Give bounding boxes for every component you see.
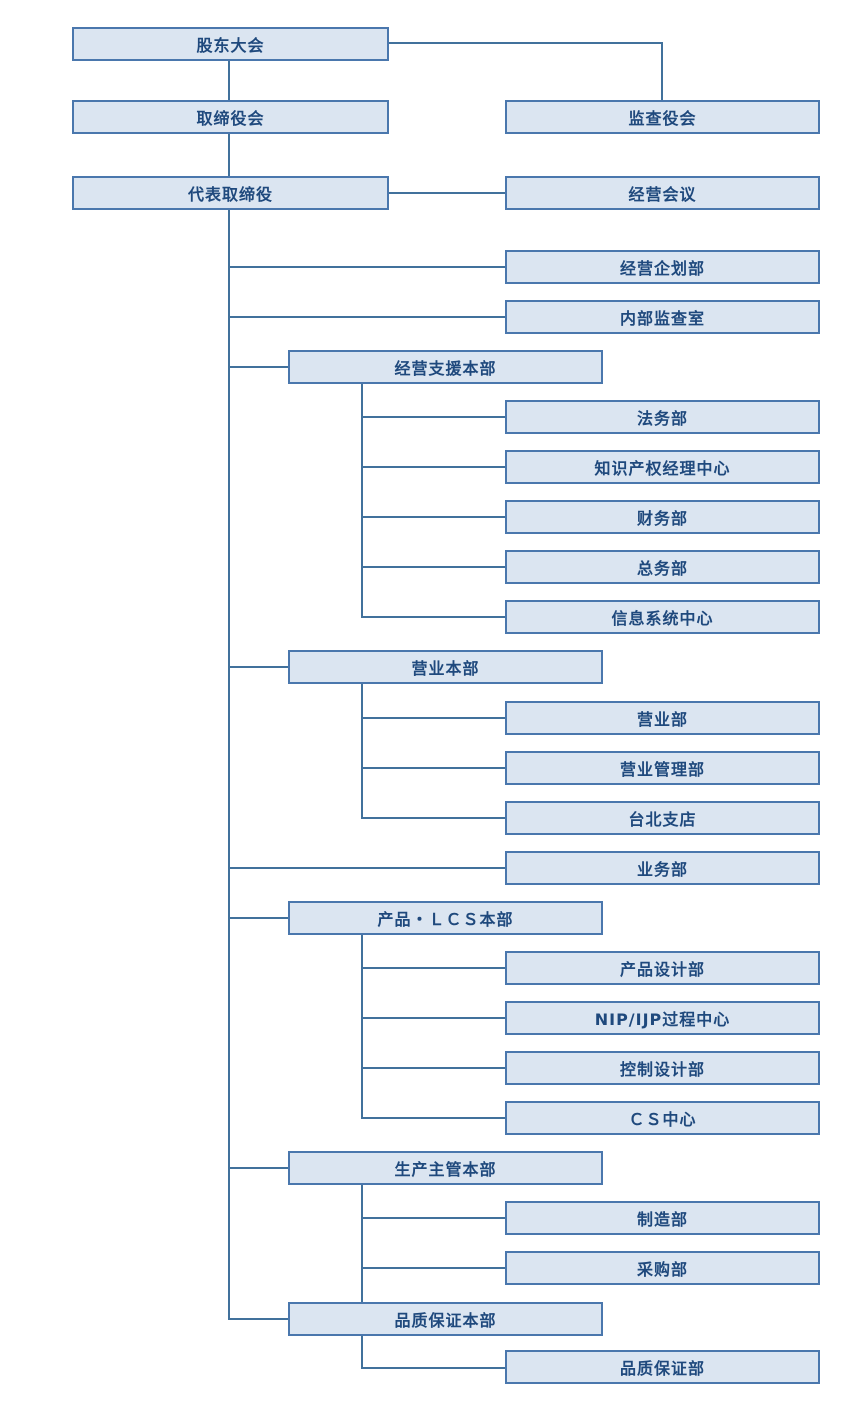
org-node-internal-audit-office: 内部监查室: [505, 300, 820, 334]
connector-line: [361, 967, 505, 969]
connector-line: [361, 566, 505, 568]
connector-line: [361, 1367, 505, 1369]
org-node-audit-board: 监查役会: [505, 100, 820, 134]
connector-line: [228, 867, 505, 869]
connector-line: [228, 266, 505, 268]
org-node-product-lcs-hq: 产品・ＬＣＳ本部: [288, 901, 603, 935]
connector-line: [361, 935, 363, 1119]
org-node-ip-management-center: 知识产权经理中心: [505, 450, 820, 484]
org-node-management-meeting: 经营会议: [505, 176, 820, 210]
org-node-legal-dept: 法务部: [505, 400, 820, 434]
org-node-quality-assurance-dept: 品质保证部: [505, 1350, 820, 1384]
org-node-sales-dept: 营业部: [505, 701, 820, 735]
connector-line: [361, 516, 505, 518]
org-node-finance-dept: 财务部: [505, 500, 820, 534]
org-node-control-design-dept: 控制设计部: [505, 1051, 820, 1085]
connector-line: [228, 134, 230, 176]
connector-line: [361, 767, 505, 769]
connector-line: [228, 666, 288, 668]
connector-line: [389, 42, 663, 44]
org-node-information-systems-center: 信息系统中心: [505, 600, 820, 634]
org-node-quality-assurance-hq: 品质保证本部: [288, 1302, 603, 1336]
connector-line: [361, 1336, 363, 1369]
connector-line: [361, 1217, 505, 1219]
connector-line: [228, 917, 288, 919]
connector-line: [361, 616, 505, 618]
connector-line: [361, 817, 505, 819]
org-node-product-design-dept: 产品设计部: [505, 951, 820, 985]
connector-line: [228, 61, 230, 100]
connector-line: [228, 210, 230, 1320]
connector-line: [361, 684, 363, 819]
connector-line: [661, 43, 663, 100]
org-node-production-supervision-hq: 生产主管本部: [288, 1151, 603, 1185]
org-node-corporate-planning-dept: 经营企划部: [505, 250, 820, 284]
connector-line: [361, 466, 505, 468]
org-node-cs-center: ＣＳ中心: [505, 1101, 820, 1135]
connector-line: [361, 1185, 363, 1302]
org-node-shareholders-meeting: 股东大会: [72, 27, 389, 61]
org-node-board-of-directors: 取缔役会: [72, 100, 389, 134]
connector-line: [361, 1067, 505, 1069]
connector-line: [228, 1318, 288, 1320]
connector-line: [361, 717, 505, 719]
org-node-nip-ijp-process-center: NIP/IJP过程中心: [505, 1001, 820, 1035]
connector-line: [361, 1117, 505, 1119]
connector-line: [228, 1167, 288, 1169]
org-node-sales-hq: 营业本部: [288, 650, 603, 684]
org-node-management-support-hq: 经营支援本部: [288, 350, 603, 384]
connector-line: [361, 1267, 505, 1269]
org-node-manufacturing-dept: 制造部: [505, 1201, 820, 1235]
connector-line: [361, 1017, 505, 1019]
org-node-taipei-branch: 台北支店: [505, 801, 820, 835]
org-node-business-dept: 业务部: [505, 851, 820, 885]
connector-line: [361, 416, 505, 418]
connector-line: [228, 316, 505, 318]
org-node-sales-management-dept: 营业管理部: [505, 751, 820, 785]
org-node-representative-director: 代表取缔役: [72, 176, 389, 210]
connector-line: [228, 366, 288, 368]
org-node-procurement-dept: 采购部: [505, 1251, 820, 1285]
connector-line: [389, 192, 505, 194]
connector-line: [361, 384, 363, 618]
org-node-general-affairs-dept: 总务部: [505, 550, 820, 584]
